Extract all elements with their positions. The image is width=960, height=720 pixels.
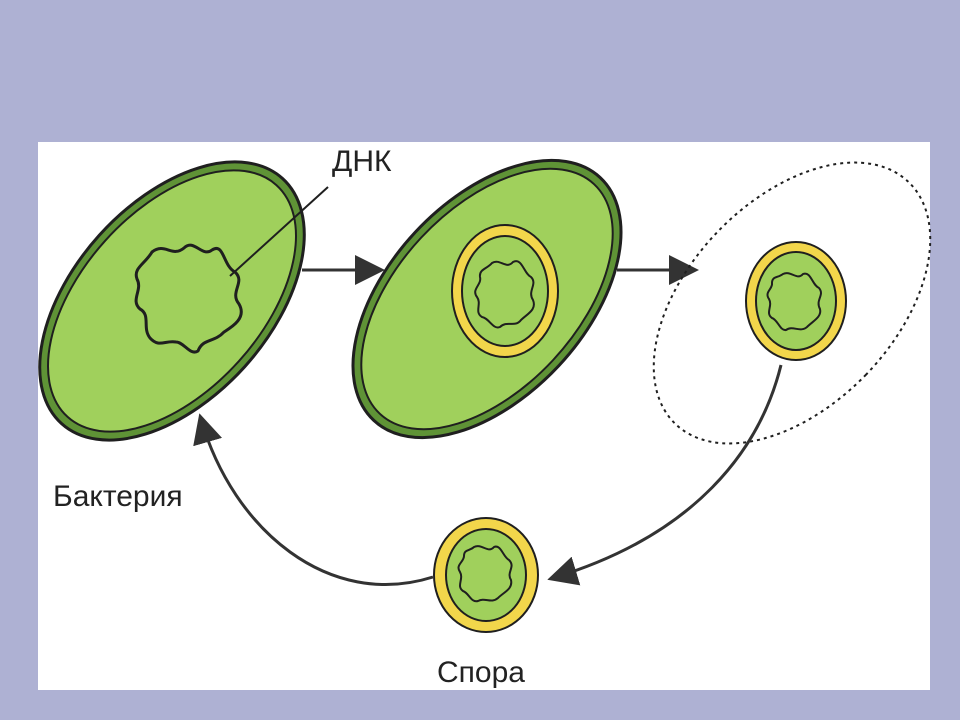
dna-strand	[134, 243, 243, 354]
dna-label: ДНК	[332, 145, 392, 178]
bacterium-cell-1	[38, 160, 306, 442]
spore-label: Спора	[437, 656, 525, 689]
bacterium-cell-2	[351, 158, 623, 440]
released-spore-core	[755, 251, 837, 351]
bacterium-label: Бактерия	[53, 480, 183, 513]
forespore-dna	[474, 260, 535, 329]
released-spore-dna	[766, 272, 822, 332]
arrow-to-bacterium	[193, 413, 434, 587]
dna-pointer-line	[229, 186, 329, 277]
spore	[433, 517, 539, 633]
spore-dna	[457, 545, 513, 603]
arrow-to-spore	[547, 364, 783, 586]
lysing-cell	[652, 161, 932, 445]
